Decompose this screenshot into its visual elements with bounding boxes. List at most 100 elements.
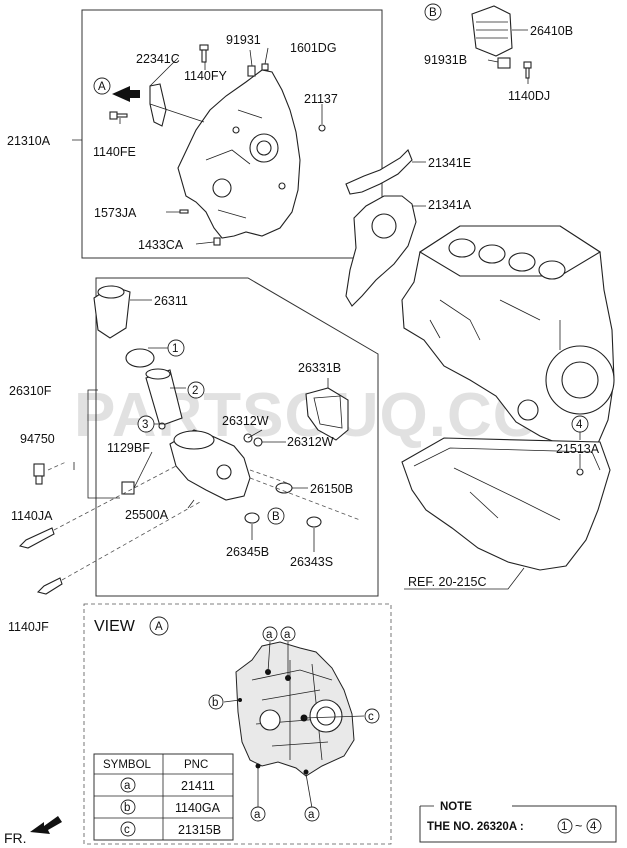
label-21137: 21137	[304, 92, 338, 106]
filter-element-2[interactable]	[145, 368, 183, 427]
callout-1: 1	[167, 339, 185, 357]
o-ring-26345B[interactable]	[244, 512, 260, 524]
svg-text:A: A	[155, 621, 163, 633]
bolt-1140DJ[interactable]	[523, 61, 532, 79]
timing-cover-group-box	[81, 9, 383, 259]
label-1140DJ: 1140DJ	[508, 89, 550, 103]
note-text: THE NO. 26320A :	[427, 821, 524, 833]
seal-3[interactable]	[158, 422, 166, 430]
bolt-1433CA[interactable]	[213, 237, 221, 246]
label-21341A: 21341A	[428, 198, 472, 212]
filter-housing-25500A[interactable]	[169, 429, 251, 501]
bolt-1140FE[interactable]	[109, 111, 128, 120]
plug-1601DG[interactable]	[261, 63, 269, 71]
label-26312W-a: 26312W	[222, 414, 269, 428]
front-arrow-icon	[30, 816, 62, 834]
plug-21513A[interactable]	[576, 468, 584, 476]
filter-cap-26311[interactable]	[93, 285, 131, 339]
gasket-91931B[interactable]	[497, 57, 511, 69]
callout-4: 4	[571, 415, 589, 433]
plug-1129BF[interactable]	[121, 481, 135, 495]
label-21513A: 21513A	[556, 442, 600, 456]
svg-text:B: B	[272, 511, 280, 523]
label-1140JF: 1140JF	[8, 620, 49, 634]
bolt-1140JA[interactable]	[18, 527, 55, 549]
svg-text:a: a	[308, 809, 315, 821]
pin-1573JA[interactable]	[179, 209, 189, 214]
label-21310A: 21310A	[7, 134, 51, 148]
table-row-1-symbol: a	[124, 780, 131, 792]
svg-text:1: 1	[172, 343, 178, 355]
gasket-21341E[interactable]	[345, 149, 413, 195]
oil-cooler-26410B[interactable]	[471, 5, 513, 57]
table-header-pnc: PNC	[184, 759, 208, 771]
o-ring-1[interactable]	[125, 348, 155, 368]
svg-text:2: 2	[192, 385, 198, 397]
timing-chain-cover[interactable]	[177, 69, 301, 239]
oil-pan	[401, 437, 611, 571]
o-ring-26150B[interactable]	[275, 482, 293, 494]
label-26150B: 26150B	[310, 482, 353, 496]
callout-a-2: a	[280, 626, 296, 642]
callout-2: 2	[187, 381, 205, 399]
label-1433CA: 1433CA	[138, 238, 184, 252]
gasket-21341A[interactable]	[345, 195, 417, 307]
gasket-hole	[371, 213, 397, 239]
callout-a-4: a	[304, 806, 320, 822]
svg-text:B: B	[429, 7, 437, 19]
label-91931: 91931	[226, 33, 261, 47]
engine-block	[401, 225, 615, 449]
svg-text:3: 3	[142, 419, 148, 431]
svg-text:a: a	[254, 809, 261, 821]
sensor-94750[interactable]	[33, 463, 45, 485]
view-a-arrow-icon	[112, 86, 140, 102]
o-ring-26312W-b[interactable]	[253, 437, 263, 447]
label-22341C: 22341C	[136, 52, 180, 66]
label-91931B: 91931B	[424, 53, 467, 67]
view-a-cover-drawing	[235, 641, 355, 777]
table-row-3-symbol: c	[124, 824, 130, 836]
label-26310F: 26310F	[9, 384, 52, 398]
view-a-box	[83, 603, 392, 845]
label-26312W-b: 26312W	[287, 435, 334, 449]
table-row-1-pnc: 21411	[181, 779, 215, 793]
note-box: NOTE THE NO. 26320A : 1 ~ 4	[419, 801, 617, 843]
svg-text:c: c	[368, 711, 374, 723]
label-26345B: 26345B	[226, 545, 269, 559]
note-to: 4	[590, 821, 597, 833]
callout-a-3: a	[250, 806, 266, 822]
table-row-3-pnc: 21315B	[178, 823, 221, 837]
label-25500A: 25500A	[125, 508, 169, 522]
svg-text:4: 4	[576, 419, 583, 431]
seal-21137[interactable]	[318, 124, 326, 132]
label-94750: 94750	[20, 432, 55, 446]
note-title: NOTE	[440, 801, 472, 813]
callout-a-1: a	[262, 626, 278, 642]
label-ref-20-215C: REF. 20-215C	[408, 575, 487, 589]
label-26343S: 26343S	[290, 555, 333, 569]
label-1140FY: 1140FY	[184, 69, 228, 83]
svg-text:a: a	[266, 629, 273, 641]
label-26331B: 26331B	[298, 361, 341, 375]
table-header-symbol: SYMBOL	[103, 759, 152, 771]
callout-c-view: c	[364, 708, 380, 724]
bolt-1140JF[interactable]	[36, 577, 63, 595]
callout-B-top: B	[424, 3, 442, 21]
svg-text:b: b	[212, 697, 218, 709]
o-ring-26343S[interactable]	[306, 516, 322, 528]
label-1601DG: 1601DG	[290, 41, 337, 55]
label-1129BF: 1129BF	[107, 441, 150, 455]
dowel-91931[interactable]	[247, 65, 256, 77]
label-21341E: 21341E	[428, 156, 471, 170]
table-row-2-symbol: b	[124, 802, 130, 814]
bolt-1140FY[interactable]	[199, 44, 209, 63]
symbol-table: SYMBOL PNC a 21411 b 1140GA c 21315B	[93, 753, 234, 841]
label-1140JA: 1140JA	[11, 509, 53, 523]
callout-B-filter: B	[267, 507, 285, 525]
svg-text:A: A	[98, 81, 106, 93]
note-tilde: ~	[575, 819, 582, 833]
label-26410B: 26410B	[530, 24, 573, 38]
front-label: FR.	[4, 830, 27, 846]
callout-3: 3	[137, 415, 155, 433]
